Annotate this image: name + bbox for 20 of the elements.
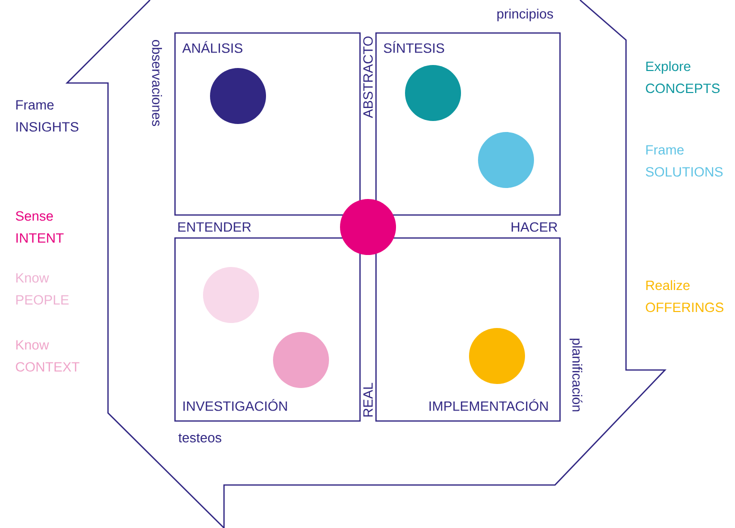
colored-dot	[210, 68, 266, 124]
quadrant-box: ANÁLISIS	[174, 32, 361, 216]
side-label: testeos	[178, 434, 222, 442]
quadrant-box: INVESTIGACIÓN	[174, 237, 361, 422]
phase-label: Know CONTEXT	[16, 340, 80, 372]
colored-dot	[469, 328, 525, 384]
phase-label: Explore CONCEPTS	[646, 61, 720, 94]
phase-label: Realize OFFERINGS	[646, 280, 724, 312]
phase-label: Know PEOPLE	[16, 273, 69, 305]
quadrant-box: SÍNTESIS	[375, 32, 561, 216]
colored-dot	[405, 65, 461, 121]
phase-label: Frame SOLUTIONS	[646, 145, 723, 177]
colored-dot	[478, 132, 534, 188]
colored-dot	[273, 332, 329, 388]
side-label: principios	[497, 8, 554, 22]
colored-dot	[203, 267, 259, 323]
colored-dot	[340, 199, 396, 255]
quadrant-box: IMPLEMENTACIÓN	[375, 237, 561, 422]
phase-label: Sense INTENT	[16, 211, 64, 243]
phase-label: Frame INSIGHTS	[16, 100, 78, 132]
